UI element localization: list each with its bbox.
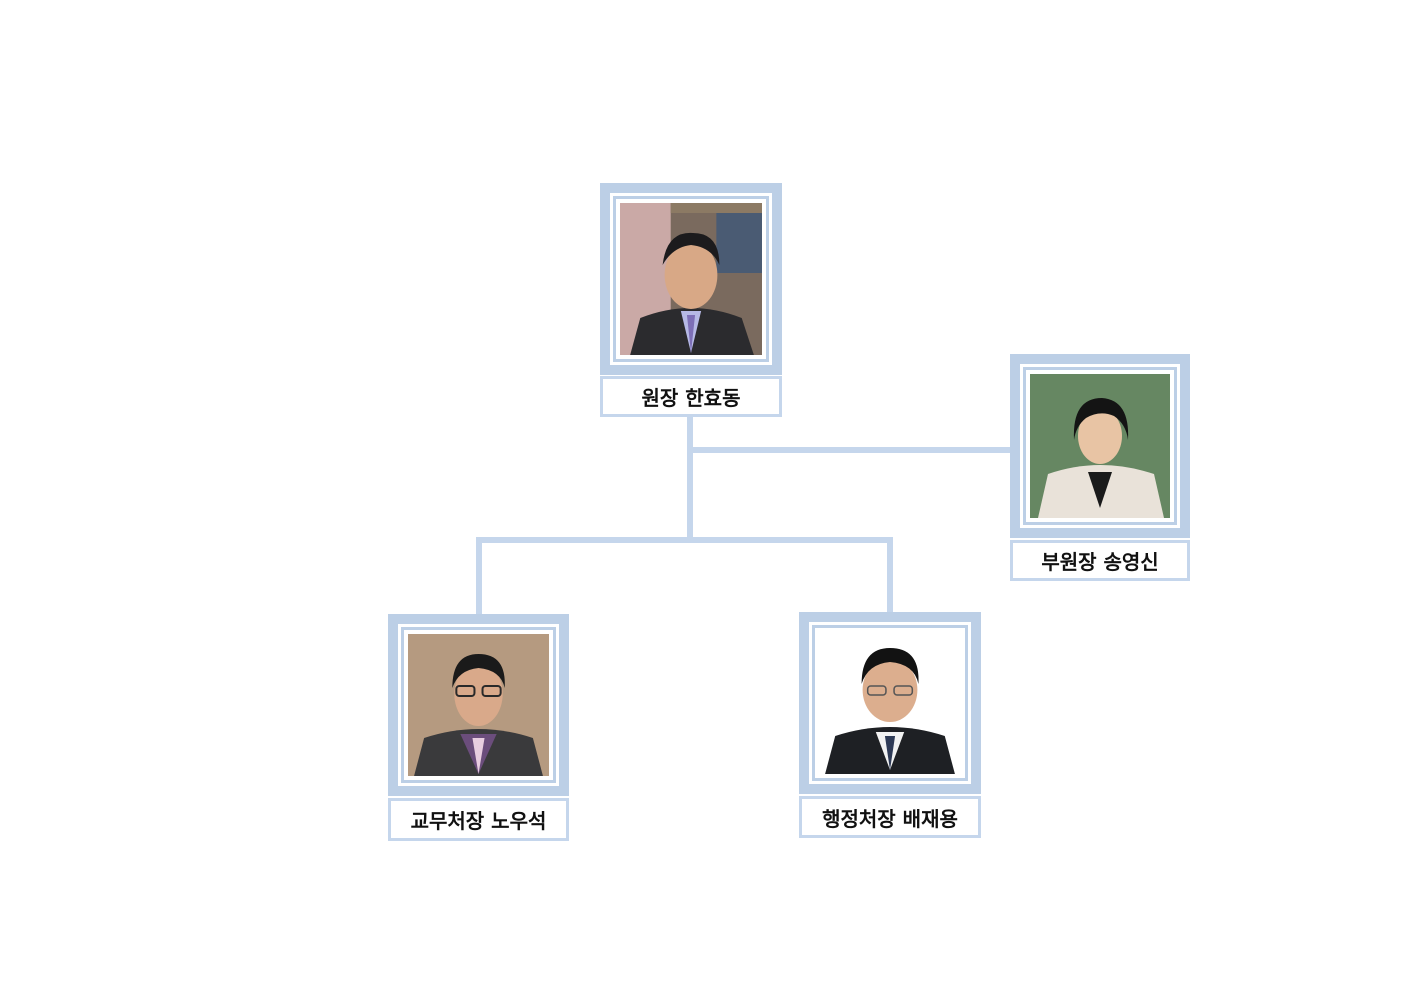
- admin-dean-photo: [819, 632, 961, 774]
- node-admin-dean: 행정처장 배재용: [799, 612, 981, 838]
- node-director: 원장 한효동: [600, 183, 782, 417]
- vice-director-photo: [1030, 374, 1170, 518]
- node-academic-dean: 교무처장 노우석: [388, 614, 569, 841]
- academic-dean-photo: [408, 634, 549, 776]
- academic-dean-photo-frame: [388, 614, 569, 796]
- director-label: 원장 한효동: [600, 376, 782, 417]
- admin-dean-photo-frame: [799, 612, 981, 794]
- director-photo-frame: [600, 183, 782, 375]
- vice-director-photo-frame: [1010, 354, 1190, 538]
- node-vice-director: 부원장 송영신: [1010, 354, 1190, 581]
- admin-dean-label: 행정처장 배재용: [799, 796, 981, 838]
- academic-dean-label: 교무처장 노우석: [388, 798, 569, 841]
- director-photo: [620, 203, 762, 355]
- vice-director-label: 부원장 송영신: [1010, 540, 1190, 581]
